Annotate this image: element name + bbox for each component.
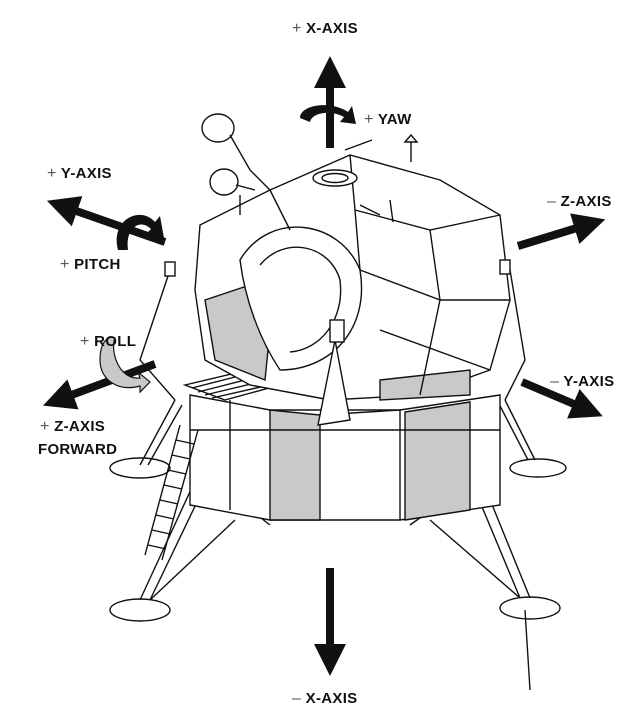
svg-text:– X-AXIS: – X-AXIS bbox=[292, 690, 357, 707]
label-plus-roll: + ROLL bbox=[80, 333, 136, 350]
label-plus-pitch: + PITCH bbox=[60, 256, 121, 273]
docking-port bbox=[312, 169, 358, 187]
label-plus-yaw: + YAW bbox=[364, 111, 412, 128]
label-plus-z-axis-forward: + Z-AXIS FORWARD bbox=[38, 418, 117, 458]
svg-text:+ PITCH: + PITCH bbox=[60, 256, 121, 273]
footpad-left-front bbox=[109, 598, 171, 622]
landing-legs bbox=[139, 269, 536, 691]
plus-y-axis-arrow bbox=[46, 196, 167, 246]
footpad-left-rear bbox=[109, 457, 171, 479]
svg-text:+ Y-AXIS: + Y-AXIS bbox=[47, 165, 112, 182]
minus-y-axis-arrow bbox=[520, 378, 603, 419]
svg-text:– Z-AXIS: – Z-AXIS bbox=[547, 193, 612, 210]
axis-arrows bbox=[42, 56, 606, 676]
ladder bbox=[144, 424, 199, 561]
pitch-rotation-icon bbox=[116, 214, 164, 250]
svg-text:FORWARD: FORWARD bbox=[38, 441, 117, 458]
label-plus-y-axis: + Y-AXIS bbox=[47, 165, 112, 182]
svg-text:+ ROLL: + ROLL bbox=[80, 333, 136, 350]
footpad-right-rear bbox=[509, 458, 567, 478]
thruster-plume bbox=[317, 339, 351, 426]
label-minus-y-axis: – Y-AXIS bbox=[550, 373, 614, 390]
plus-z-axis-arrow bbox=[42, 360, 157, 410]
antennas bbox=[164, 113, 511, 343]
label-minus-z-axis: – Z-AXIS bbox=[547, 193, 612, 210]
lunar-module-illustration bbox=[109, 113, 567, 691]
roll-rotation-icon bbox=[99, 336, 151, 394]
yaw-rotation-icon bbox=[300, 105, 356, 124]
footpad-right-front bbox=[499, 596, 561, 620]
svg-text:+ Z-AXIS: + Z-AXIS bbox=[40, 418, 105, 435]
label-minus-x-axis: – X-AXIS bbox=[292, 690, 357, 707]
minus-z-axis-arrow bbox=[516, 213, 606, 250]
svg-text:– Y-AXIS: – Y-AXIS bbox=[550, 373, 614, 390]
label-plus-x-axis: + X-AXIS bbox=[292, 20, 358, 37]
svg-text:+ X-AXIS: + X-AXIS bbox=[292, 20, 358, 37]
svg-text:+ YAW: + YAW bbox=[364, 111, 412, 128]
